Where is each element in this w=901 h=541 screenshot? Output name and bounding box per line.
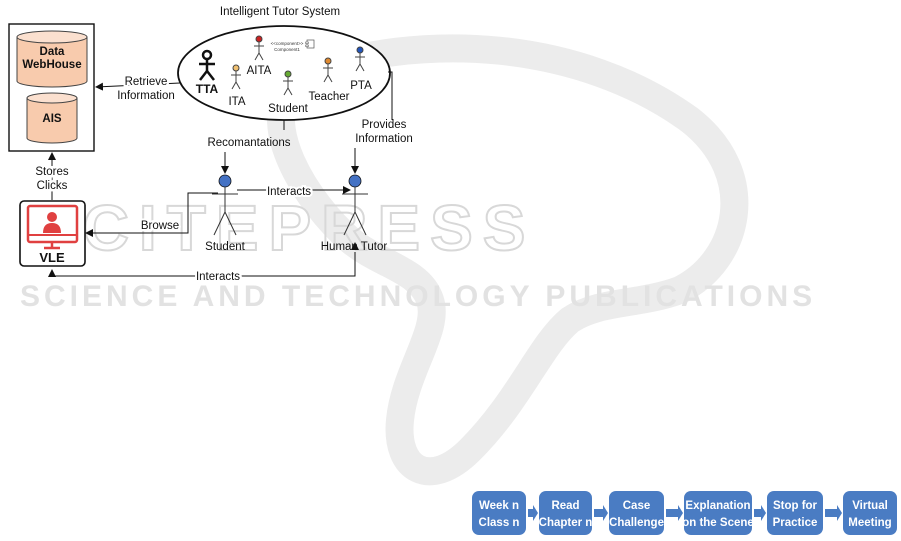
aita-actor: AITA (247, 35, 272, 77)
interacts-bottom-label: Interacts (196, 271, 240, 283)
provides-arrow (355, 71, 393, 173)
data-warehouse-label-1: Data (40, 46, 66, 58)
provides-label-1: Provides (362, 119, 407, 131)
flow-step-box (767, 491, 823, 535)
component-icon (306, 39, 315, 49)
student-agent-label: Student (268, 103, 308, 115)
flow-step-box (843, 491, 897, 535)
flow-step-label: Practice (773, 517, 818, 529)
flow-step-label: Stop for (773, 500, 818, 512)
student-actor: Student (205, 174, 246, 253)
student-agent-actor: Student (268, 70, 309, 115)
browse-arrow (85, 192, 218, 237)
pta-label: PTA (350, 80, 372, 92)
watermark-swirl (267, 34, 749, 486)
data-warehouse-label-2: WebHouse (22, 59, 81, 71)
flow-step-label: Class n (479, 517, 520, 529)
aita-label: AITA (247, 65, 272, 77)
student-actor-label: Student (205, 241, 245, 253)
human-tutor-label: Human Tutor (321, 241, 388, 253)
flow-step-label: Challenge (609, 517, 664, 529)
flow-arrow (528, 505, 538, 521)
stores-label-2: Clicks (37, 180, 68, 192)
retrieve-label-1: Retrieve (125, 76, 168, 88)
tta-actor: TTA (196, 49, 219, 96)
watermark: SCITEPRESS SCIENCE AND TECHNOLOGY PUBLIC… (20, 34, 816, 486)
ais-label: AIS (42, 113, 62, 125)
storage-box: Data WebHouse AIS (8, 23, 95, 152)
interacts-bottom-line (48, 252, 356, 277)
interacts-top-label: Interacts (267, 186, 311, 198)
flow-step-label: Chapter n (539, 517, 593, 529)
flow-arrow (594, 505, 608, 521)
watermark-main: SCITEPRESS (30, 192, 535, 264)
component-name: Component1 (274, 47, 300, 52)
retrieve-label-2: Information (117, 90, 175, 102)
flow-step-box (609, 491, 664, 535)
browse-label: Browse (141, 220, 179, 232)
data-warehouse-cylinder: Data WebHouse (16, 30, 88, 88)
flow-step-label: Meeting (848, 517, 891, 529)
teacher-actor: Teacher (309, 57, 350, 103)
flow-step-box (472, 491, 526, 535)
flow-arrow (666, 505, 683, 521)
system-title: Intelligent Tutor System (220, 6, 340, 18)
provides-label-2: Information (355, 133, 413, 145)
teacher-label: Teacher (309, 91, 350, 103)
flow-step-label: Explanation (685, 500, 750, 512)
student-actor-head (218, 174, 232, 188)
component-stereotype: <<component>> (271, 41, 304, 46)
human-tutor-head (348, 174, 362, 188)
component-box: <<component>> Component1 (271, 39, 315, 52)
watermark-sub: SCIENCE AND TECHNOLOGY PUBLICATIONS (20, 280, 816, 313)
flow-step-label: Week n (479, 500, 519, 512)
human-tutor-actor: Human Tutor (321, 174, 388, 253)
flow-step-label: Read (551, 500, 579, 512)
flow-step-box (684, 491, 752, 535)
ita-label: ITA (228, 96, 245, 108)
vle-label: VLE (39, 250, 65, 265)
interacts-bottom-arrowhead (351, 242, 359, 250)
flow-step-label: on the Scene (682, 517, 754, 529)
recommendations-label: Recomantations (207, 137, 290, 149)
stores-label-1: Stores (35, 166, 68, 178)
flow-arrow (825, 505, 842, 521)
recommendations-arrow (225, 120, 285, 173)
ais-cylinder: AIS (26, 92, 78, 144)
ita-actor: ITA (228, 64, 246, 108)
flow-step-box (539, 491, 592, 535)
pta-actor: PTA (350, 46, 372, 92)
user-icon (47, 212, 57, 222)
flow-step-label: Virtual (852, 500, 888, 512)
flow-step-label: Case (623, 500, 651, 512)
retrieve-arrow (95, 82, 181, 91)
flow-arrow (754, 505, 766, 521)
vle-box: VLE (19, 200, 86, 267)
tta-label: TTA (196, 82, 219, 96)
